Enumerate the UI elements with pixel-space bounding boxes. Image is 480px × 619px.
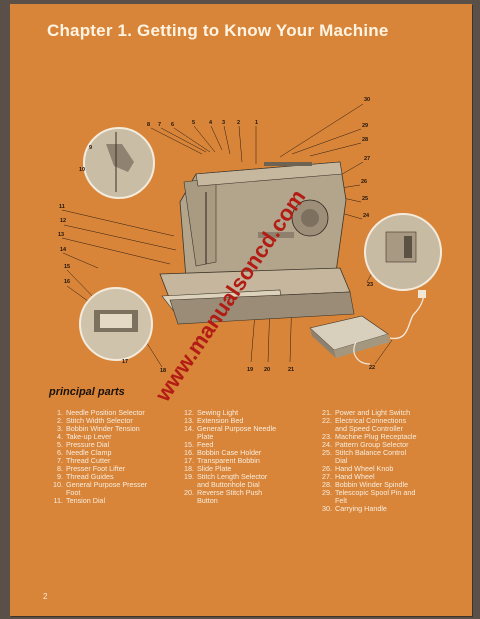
callout-2: 2 [237, 120, 241, 126]
callout-9: 9 [89, 145, 93, 151]
callout-16: 16 [64, 279, 71, 285]
part-item: 21.Power and Light Switch [322, 408, 411, 417]
parts-list-column-3: 21.Power and Light Switch 22.Electrical … [322, 408, 455, 513]
chapter-title: Chapter 1. Getting to Know Your Machine [47, 21, 389, 40]
callout-7: 7 [158, 122, 162, 128]
page-number: 2 [43, 592, 48, 601]
callout-27: 27 [364, 156, 371, 162]
callout-18: 18 [160, 368, 167, 374]
part-item: 26.Hand Wheel Knob [322, 464, 394, 473]
part-item: 27.Hand Wheel [322, 472, 375, 481]
parts-list-column-2: 12.Sewing Light 13.Extension Bed 14.Gene… [184, 408, 323, 505]
part-item: 9.Thread Guides [57, 472, 114, 481]
part-item: 2.Stitch Width Selector [57, 416, 133, 425]
callout-5: 5 [192, 120, 196, 126]
callout-29: 29 [362, 123, 369, 129]
principal-parts-heading: principal parts [49, 386, 125, 398]
callout-30: 30 [364, 97, 371, 103]
part-item: 11.Tension Dial [53, 496, 106, 505]
part-item: 12.Sewing Light [184, 408, 239, 417]
bobbin-detail [79, 287, 153, 361]
callout-20: 20 [264, 367, 271, 373]
part-item: 18.Slide Plate [184, 464, 232, 473]
callout-1: 1 [255, 120, 259, 126]
callout-4: 4 [209, 120, 213, 126]
callout-8: 8 [147, 122, 151, 128]
callout-6: 6 [171, 122, 175, 128]
callout-13: 13 [58, 232, 65, 238]
callout-28: 28 [362, 137, 369, 143]
part-item: 23.Machine Plug Receptacle [322, 432, 417, 441]
callout-26: 26 [361, 179, 368, 185]
callout-14: 14 [60, 247, 67, 253]
callout-24: 24 [363, 213, 370, 219]
part-item: 8.Presser Foot Lifter [57, 464, 126, 473]
callout-25: 25 [362, 196, 369, 202]
callout-3: 3 [222, 120, 226, 126]
part-item: 5.Pressure Dial [57, 440, 110, 449]
sewing-machine-illustration: 30 29 28 27 26 25 24 23 22 21 20 19 18 1… [10, 92, 472, 392]
part-item: 28.Bobbin Winder Spindle [322, 480, 409, 489]
part-item: 7.Thread Cutter [57, 456, 111, 465]
sewing-machine-drawing [61, 103, 442, 368]
part-item: 15.Feed [184, 440, 214, 449]
callout-19: 19 [247, 367, 254, 373]
presser-foot-detail [83, 127, 155, 199]
callout-22: 22 [369, 365, 376, 371]
callout-15: 15 [64, 264, 71, 270]
part-item: 3.Bobbin Winder Tension [57, 424, 140, 433]
part-item: 24.Pattern Group Selector [322, 440, 409, 449]
manual-page: Chapter 1. Getting to Know Your Machine [10, 4, 472, 616]
part-item: 17.Transparent Bobbin [184, 456, 260, 465]
callout-21: 21 [288, 367, 295, 373]
machine-body [159, 161, 355, 325]
part-item: 16.Bobbin Case Holder [184, 448, 262, 457]
part-item: 1.Needle Position Selector [57, 408, 145, 417]
part-item: 30.Carrying Handle [322, 504, 387, 513]
callout-11: 11 [59, 204, 65, 210]
plug-receptacle-detail [364, 213, 442, 291]
part-item: 6.Needle Clamp [57, 448, 112, 457]
callout-10: 10 [79, 167, 86, 173]
callout-12: 12 [60, 218, 67, 224]
foot-controller [309, 290, 426, 365]
callout-17: 17 [122, 359, 129, 365]
parts-list-column-1: 1.Needle Position Selector 2.Stitch Widt… [53, 408, 186, 505]
part-item: 13.Extension Bed [184, 416, 244, 425]
part-item: 4.Take-up Lever [57, 432, 112, 441]
callout-23: 23 [367, 282, 374, 288]
